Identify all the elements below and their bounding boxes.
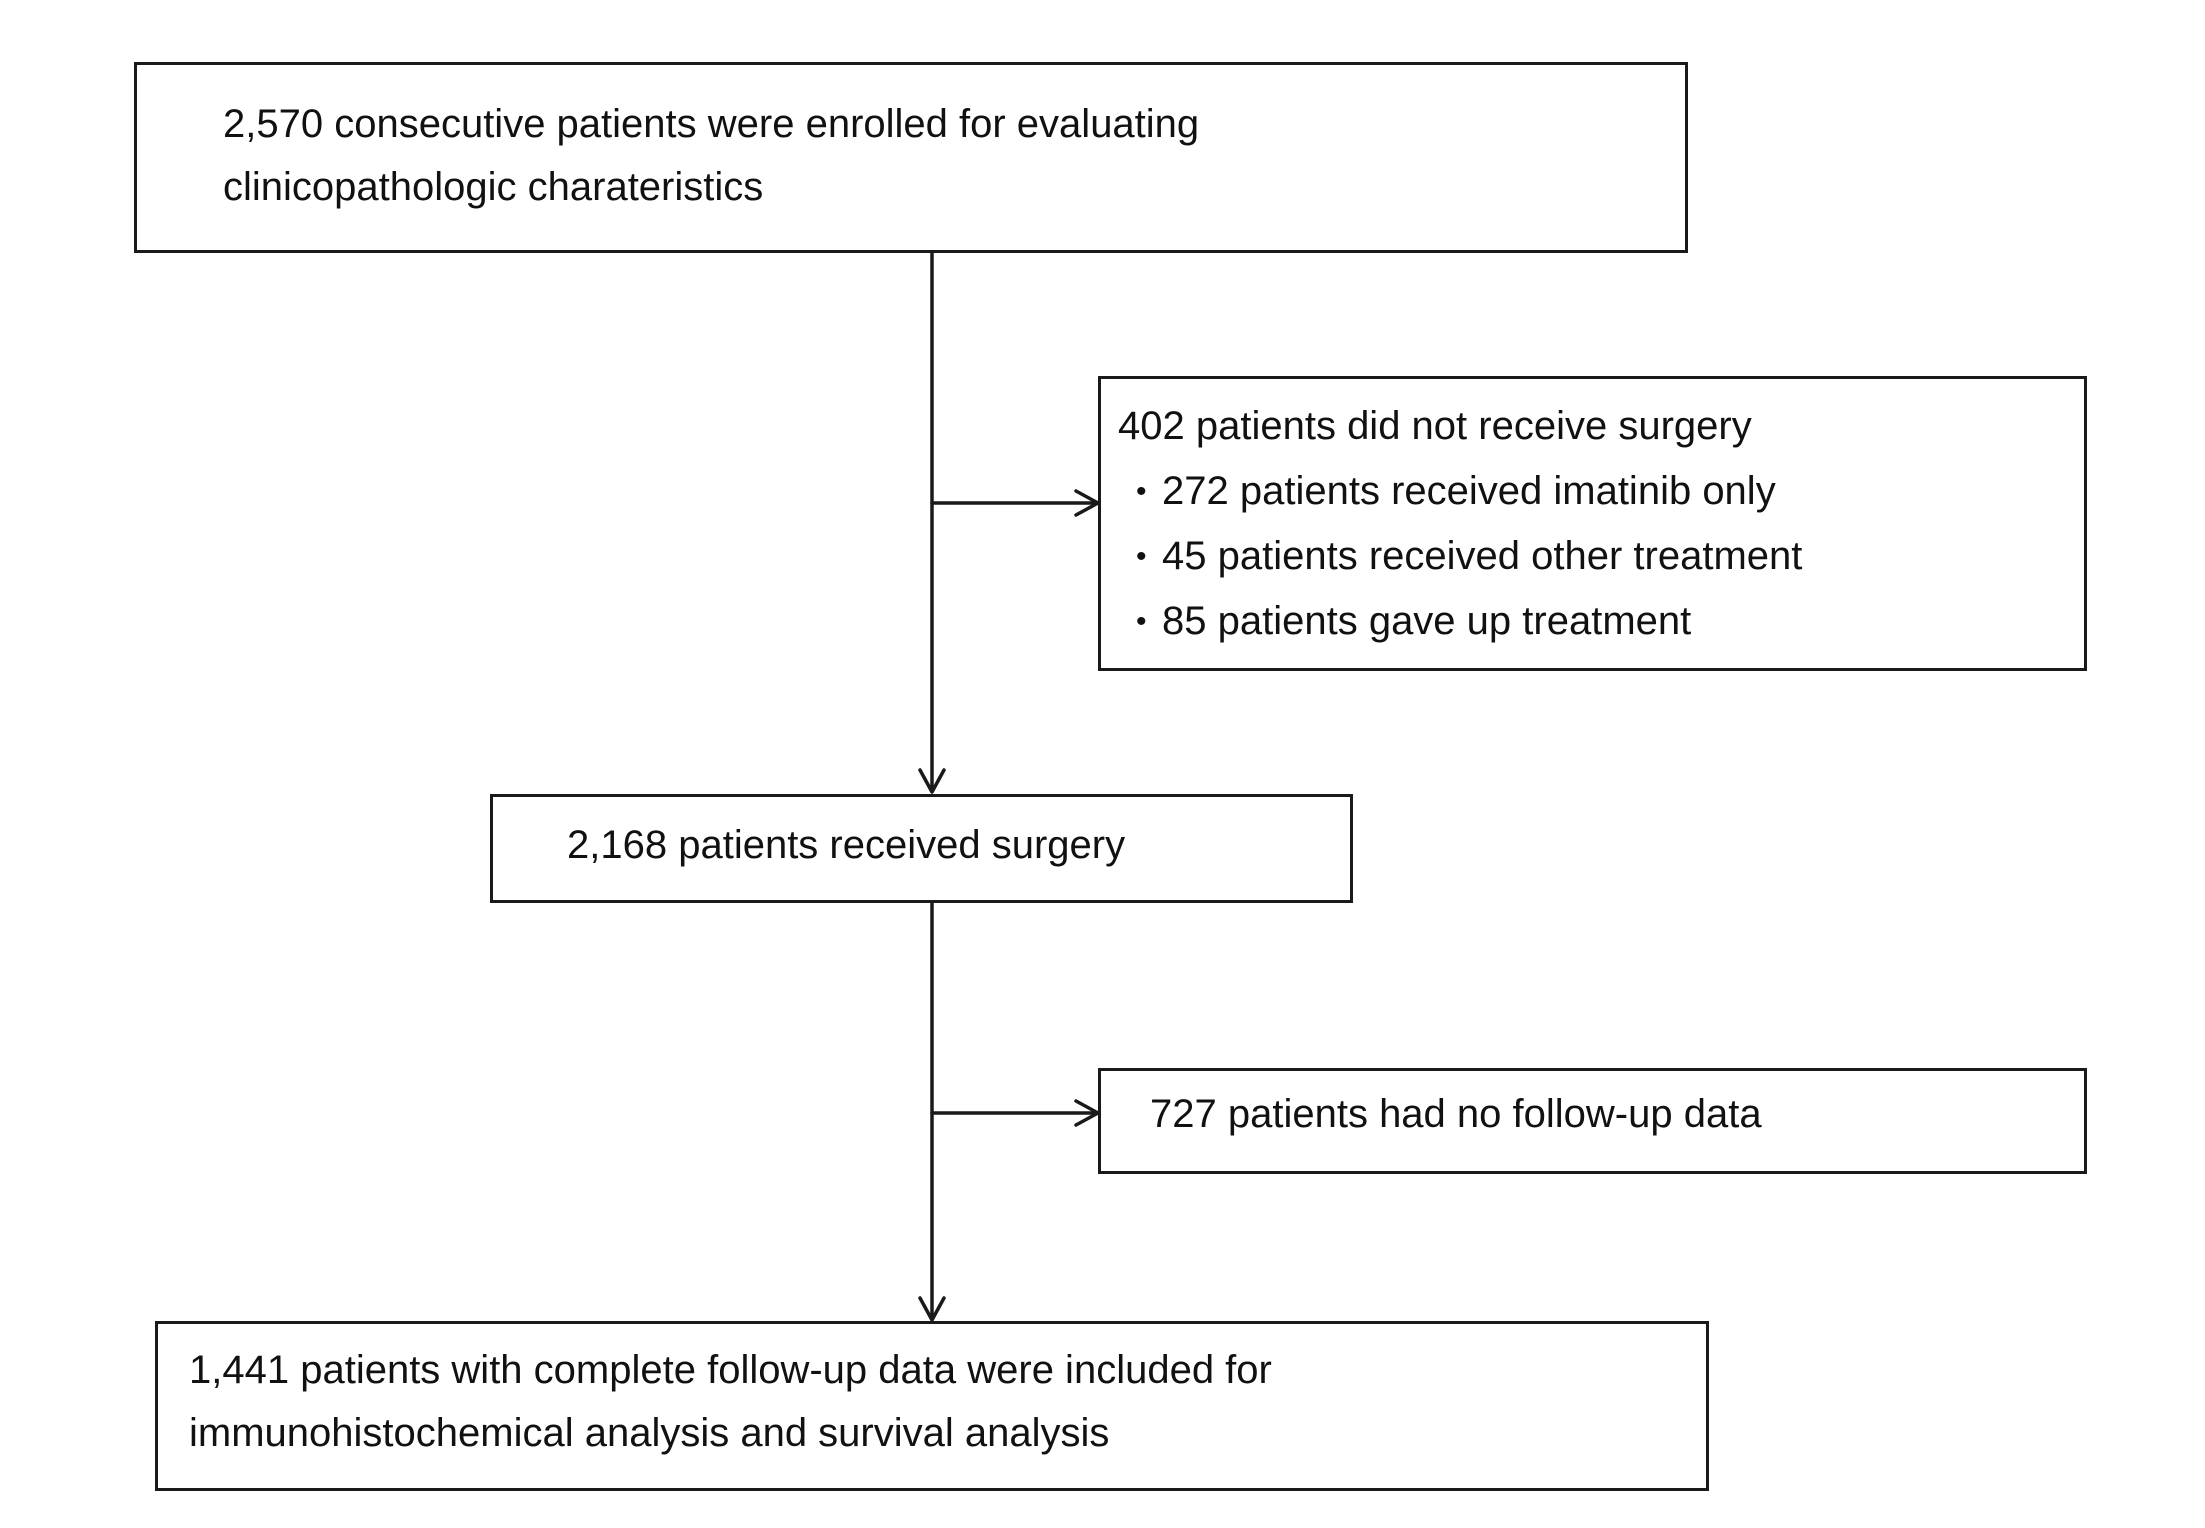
surgery-box: 2,168 patients received surgery xyxy=(490,794,1353,903)
surgery-text: 2,168 patients received surgery xyxy=(567,823,1126,867)
bullet-dot-icon: • xyxy=(1136,605,1147,638)
included-box: 1,441 patients with complete follow-up d… xyxy=(155,1321,1709,1491)
no-surgery-bullet-item: • 272 patients received imatinib only xyxy=(1118,459,1802,524)
no-followup-text: 727 patients had no follow-up data xyxy=(1150,1092,1762,1136)
no-surgery-heading: 402 patients did not receive surgery xyxy=(1118,404,1752,448)
enrolled-text: 2,570 consecutive patients were enrolled… xyxy=(223,93,1199,219)
bullet-text: 45 patients received other treatment xyxy=(1162,534,1803,578)
no-surgery-box: 402 patients did not receive surgery • 2… xyxy=(1098,376,2087,671)
enrolled-box: 2,570 consecutive patients were enrolled… xyxy=(134,62,1688,253)
bullet-dot-icon: • xyxy=(1136,540,1147,573)
included-text: 1,441 patients with complete follow-up d… xyxy=(189,1339,1272,1465)
included-line-2: immunohistochemical analysis and surviva… xyxy=(189,1411,1110,1455)
no-surgery-bullet-item: • 45 patients received other treatment xyxy=(1118,524,1802,589)
arrowhead-to-included xyxy=(918,1296,946,1322)
no-followup-box: 727 patients had no follow-up data xyxy=(1098,1068,2087,1174)
enrolled-line-1: 2,570 consecutive patients were enrolled… xyxy=(223,102,1200,146)
no-surgery-bullet-list: • 272 patients received imatinib only • … xyxy=(1118,459,1802,654)
bullet-dot-icon: • xyxy=(1136,475,1147,508)
arrowhead-to-surgery xyxy=(918,768,946,794)
no-surgery-content: 402 patients did not receive surgery • 2… xyxy=(1118,393,1802,654)
included-line-1: 1,441 patients with complete follow-up d… xyxy=(189,1348,1272,1392)
no-surgery-bullet-item: • 85 patients gave up treatment xyxy=(1118,589,1802,654)
enrolled-line-2: clinicopathologic charateristics xyxy=(223,165,764,209)
bullet-text: 85 patients gave up treatment xyxy=(1162,599,1692,643)
bullet-text: 272 patients received imatinib only xyxy=(1162,469,1776,513)
